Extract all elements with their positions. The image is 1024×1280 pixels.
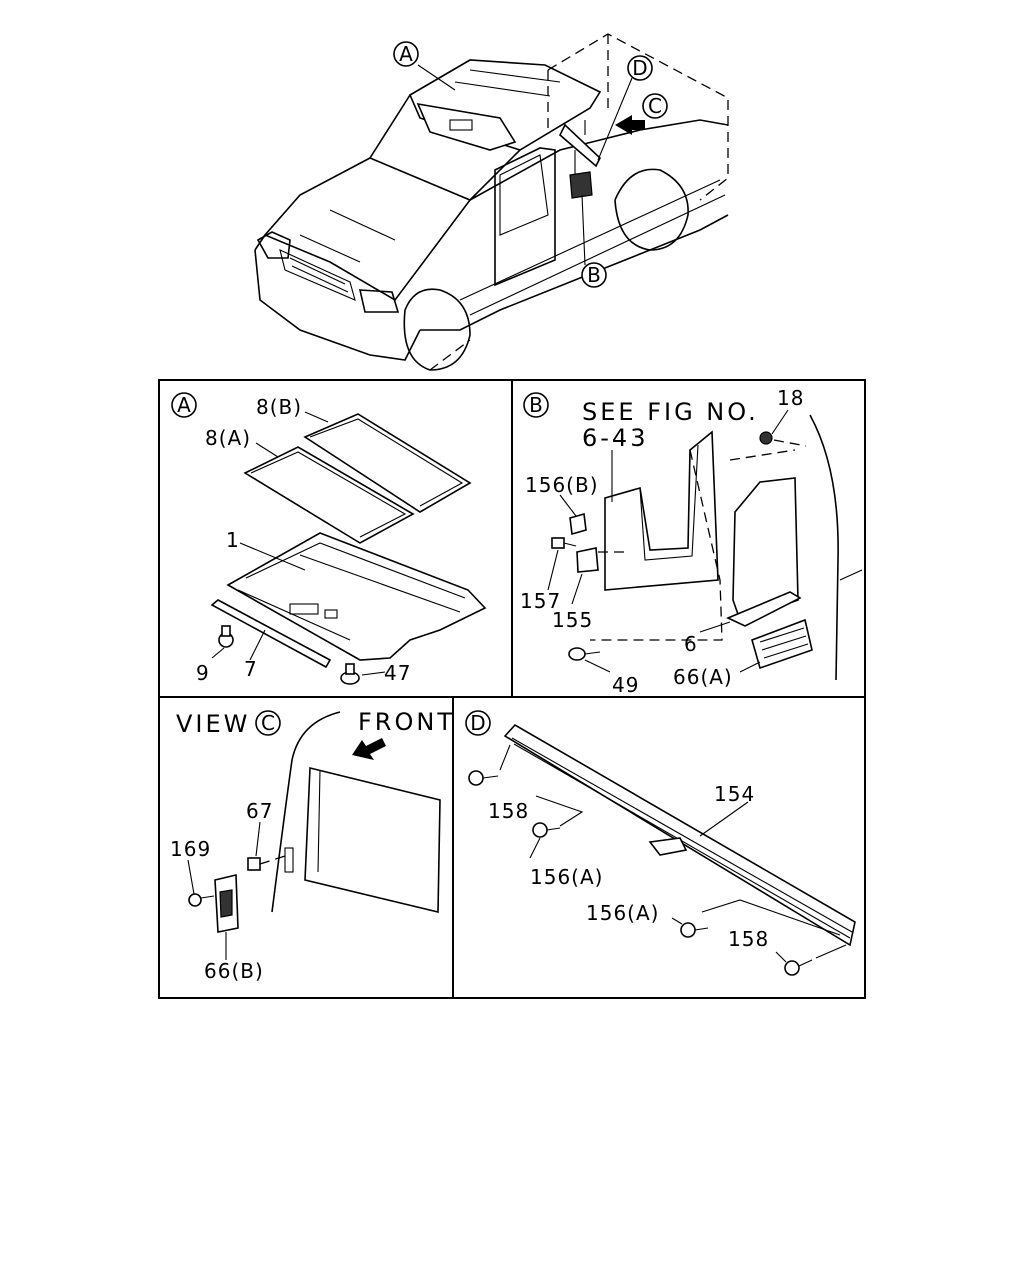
panel-c: VIEW C FRONT 67 169 66(B) (170, 708, 455, 983)
screw-156a-top (532, 822, 561, 838)
screw-169 (188, 893, 215, 907)
callout-d: D (627, 55, 653, 81)
svg-text:A: A (399, 42, 413, 66)
vent-66b (214, 873, 239, 933)
label-157: 157 (520, 589, 561, 613)
headliner-1 (226, 532, 487, 661)
label-169: 169 (170, 837, 211, 861)
screw-18 (759, 431, 807, 447)
label-1: 1 (226, 528, 240, 552)
label-66b: 66(B) (204, 959, 264, 983)
sunshade-pad-8a (243, 446, 415, 544)
see-fig-note: SEE FIG NO. (582, 398, 759, 426)
truck-overview-illustration (254, 33, 729, 371)
label-8b: 8(B) (256, 395, 302, 419)
screw-157 (551, 537, 577, 549)
panel-d: D 154 158 156(A) 156(A) (465, 710, 856, 976)
label-158-top: 158 (488, 799, 529, 823)
screw-156a-bottom (680, 922, 709, 938)
view-label: VIEW (176, 710, 250, 738)
trim-rail-7 (210, 599, 332, 669)
screw-49 (568, 647, 586, 661)
label-8a: 8(A) (205, 426, 251, 450)
vent-66a (751, 618, 813, 670)
handle-6 (726, 591, 802, 627)
panel-b-marker: B (523, 392, 549, 418)
label-47: 47 (384, 661, 411, 685)
clip-47 (340, 663, 360, 685)
svg-text:C: C (648, 94, 662, 118)
label-156b: 156(B) (525, 473, 599, 497)
front-arrow-icon (352, 738, 386, 760)
svg-text:D: D (632, 56, 647, 80)
panel-d-marker: D (465, 710, 491, 736)
panel-c-marker: C (255, 710, 281, 736)
label-156a-bottom: 156(A) (586, 901, 659, 925)
label-67: 67 (246, 799, 273, 823)
label-158-bottom: 158 (728, 927, 769, 951)
panel-a: A 8(B) 8(A) 1 9 7 47 (171, 392, 487, 685)
sunshade-pad-8b (303, 413, 472, 513)
clip-156b (569, 512, 587, 536)
roof-rail-154 (503, 723, 856, 947)
screw-158-top (468, 770, 499, 786)
svg-text:B: B (529, 393, 543, 417)
label-66a: 66(A) (673, 665, 733, 689)
front-label: FRONT (358, 708, 455, 736)
see-fig-number: 6-43 (582, 424, 648, 452)
clip-9 (218, 625, 234, 648)
svg-text:C: C (261, 711, 275, 735)
panel-b: B SEE FIG NO. 6-43 (520, 386, 863, 697)
callout-c: C (642, 93, 668, 119)
label-7: 7 (244, 657, 258, 681)
label-6: 6 (684, 632, 698, 656)
clip-67 (247, 857, 261, 871)
label-155: 155 (552, 608, 593, 632)
callout-b: B (581, 262, 607, 288)
panel-a-marker: A (171, 392, 197, 418)
label-9: 9 (196, 661, 210, 685)
label-156a-top: 156(A) (530, 865, 603, 889)
label-18: 18 (777, 386, 804, 410)
clip-155 (576, 547, 599, 573)
label-154: 154 (714, 782, 755, 806)
svg-text:A: A (177, 393, 191, 417)
panel-frames (158, 379, 866, 999)
svg-text:D: D (470, 711, 485, 735)
svg-text:B: B (587, 263, 601, 287)
screw-158-bottom (784, 959, 813, 976)
callout-a: A (393, 41, 419, 67)
label-49: 49 (612, 673, 639, 697)
